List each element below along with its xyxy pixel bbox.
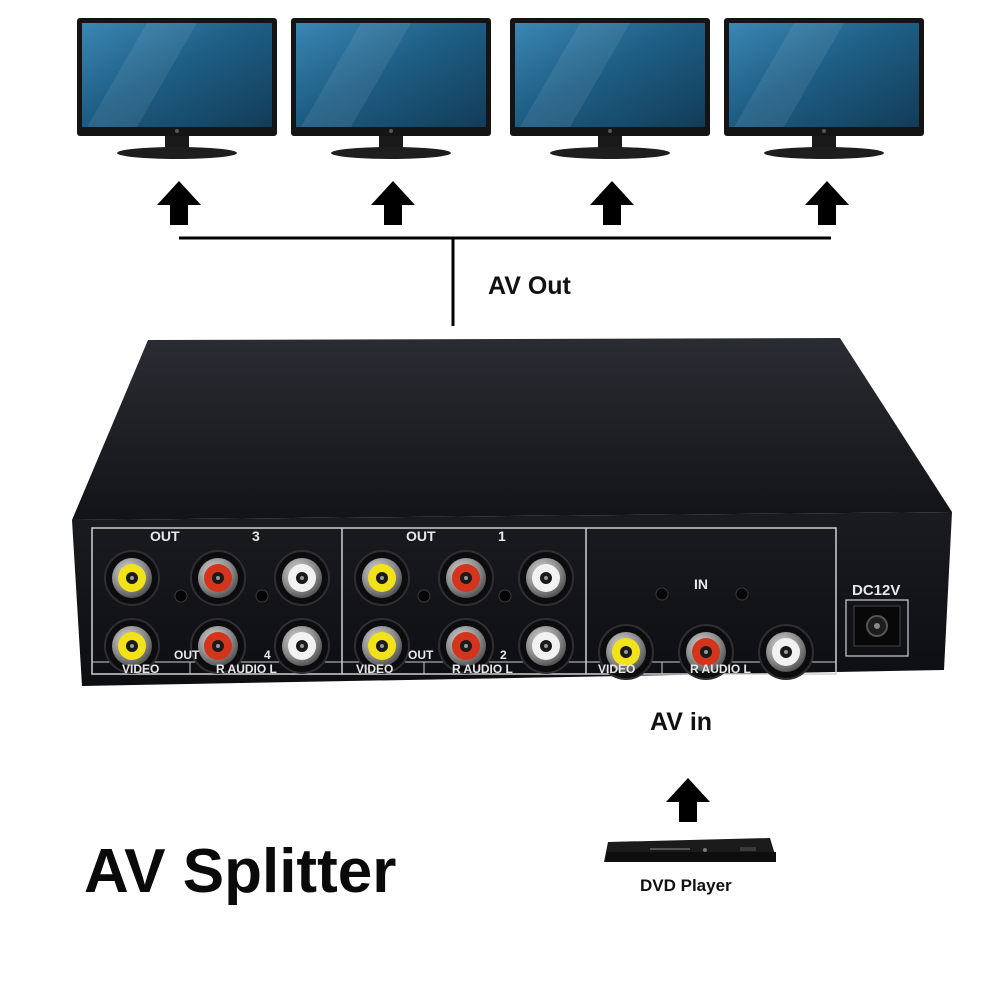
out-label: OUT [150, 528, 180, 544]
av-out-label: AV Out [488, 272, 571, 300]
out-label: OUT [174, 648, 200, 662]
monitor-icon [291, 18, 491, 159]
video-label: VIDEO [598, 662, 636, 676]
group-number: 3 [252, 528, 260, 544]
power-label: DC12V [852, 582, 901, 599]
arrow-up-icon [590, 181, 634, 225]
video-jack [104, 550, 160, 606]
group-number: 1 [498, 528, 506, 544]
group-number: 2 [500, 648, 507, 662]
audio-right-jack [678, 624, 734, 680]
arrow-up-icon [805, 181, 849, 225]
av-in-label: AV in [650, 708, 713, 736]
group-number: 4 [264, 648, 271, 662]
audio-left-jack [518, 618, 574, 674]
monitor-icon [724, 18, 924, 159]
page-title: AV Splitter [84, 837, 397, 906]
rca-jacks [104, 550, 814, 680]
audio-left-jack [518, 550, 574, 606]
video-jack [354, 550, 410, 606]
audio-label: R AUDIO L [452, 662, 513, 676]
arrow-up-icon [157, 181, 201, 225]
audio-right-jack [190, 618, 246, 674]
out-label: OUT [406, 528, 436, 544]
arrow-up-icon [371, 181, 415, 225]
audio-right-jack [438, 550, 494, 606]
dvd-player-label: DVD Player [640, 876, 732, 895]
video-jack [104, 618, 160, 674]
video-label: VIDEO [122, 662, 160, 676]
audio-left-jack [758, 624, 814, 680]
audio-left-jack [274, 618, 330, 674]
in-label: IN [694, 576, 708, 592]
out-label: OUT [408, 648, 434, 662]
audio-label: R AUDIO L [216, 662, 277, 676]
audio-right-jack [438, 618, 494, 674]
video-label: VIDEO [356, 662, 394, 676]
dvd-player-icon [604, 838, 776, 862]
audio-label: R AUDIO L [690, 662, 751, 676]
monitor-icon [510, 18, 710, 159]
monitor-icon [77, 18, 277, 159]
audio-right-jack [190, 550, 246, 606]
audio-left-jack [274, 550, 330, 606]
video-jack [598, 624, 654, 680]
video-jack [354, 618, 410, 674]
arrow-up-icon [666, 778, 710, 822]
